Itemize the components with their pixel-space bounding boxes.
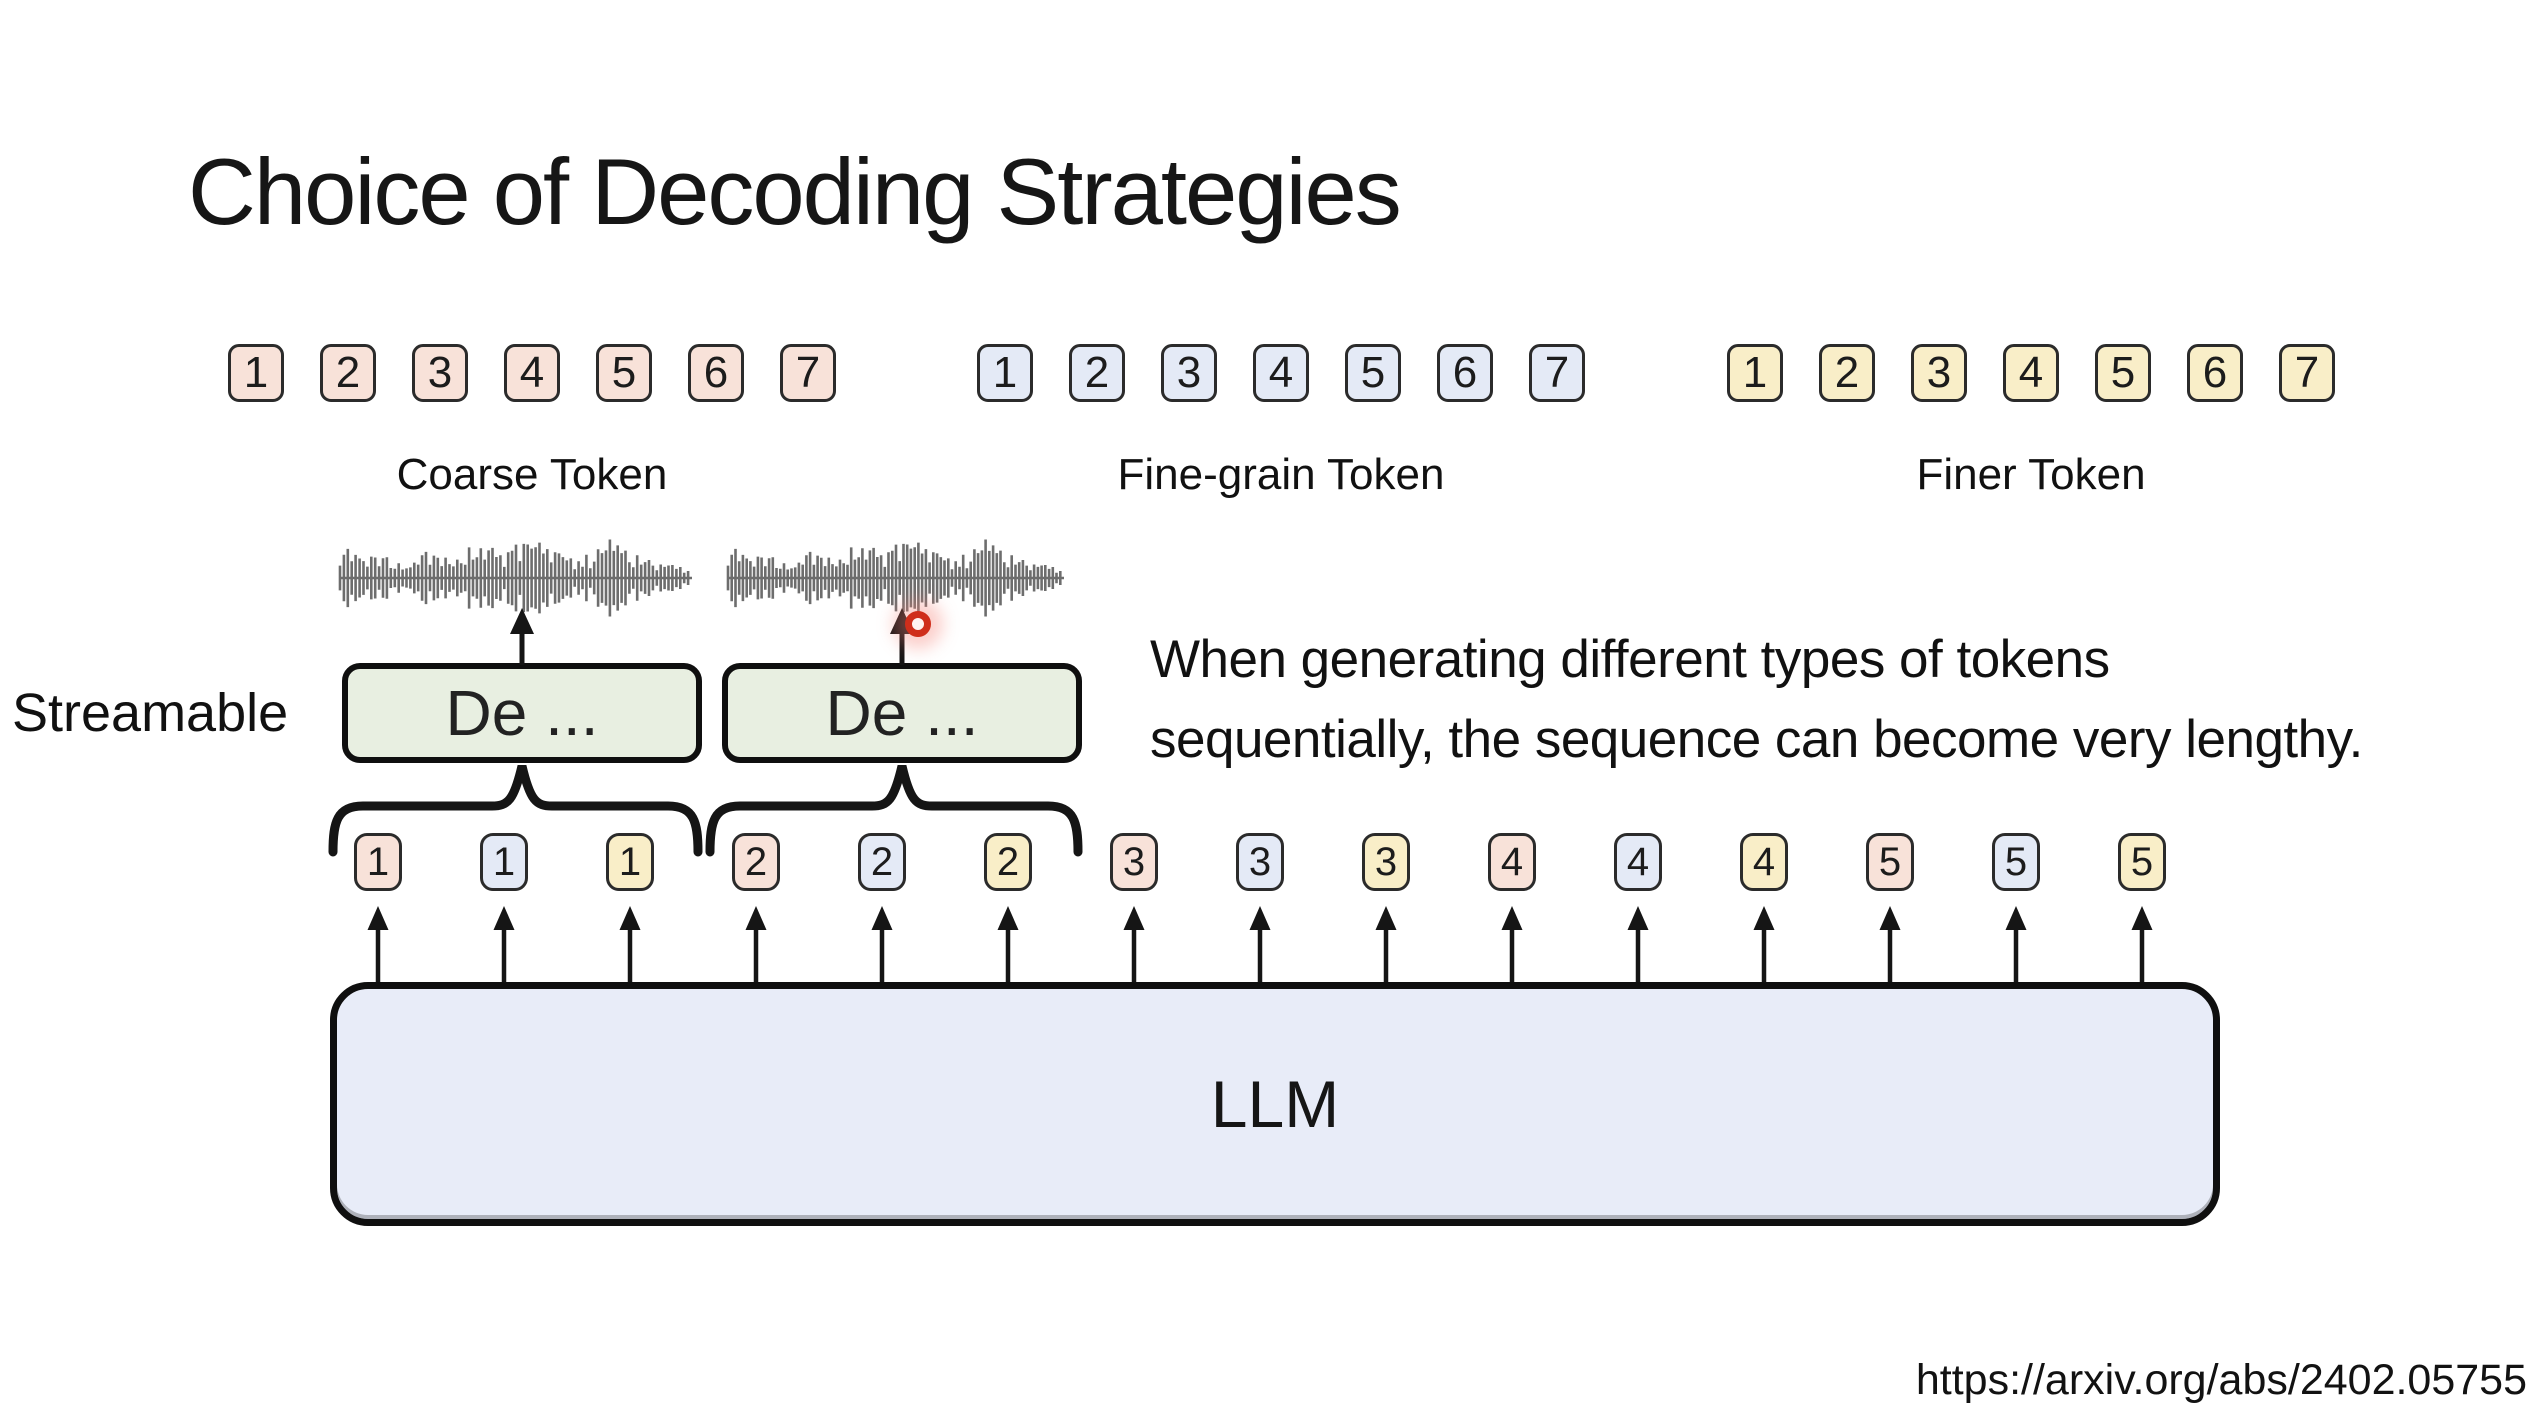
seq-token-14-fine: 5	[1992, 833, 2040, 891]
finer-token-5: 5	[2095, 344, 2151, 402]
llm-arrow-14-head	[2005, 906, 2027, 930]
seq-token-6-finer: 2	[984, 833, 1032, 891]
llm-arrow-10-head	[1501, 906, 1523, 930]
finer-token-1: 1	[1727, 344, 1783, 402]
source-url: https://arxiv.org/abs/2402.05755	[1915, 1356, 2527, 1404]
seq-token-8-fine: 3	[1236, 833, 1284, 891]
llm-arrow-4-head	[745, 906, 767, 930]
seq-token-1-coarse: 1	[354, 833, 402, 891]
seq-token-10-coarse: 4	[1488, 833, 1536, 891]
group-brace-1	[328, 764, 703, 857]
llm-arrow-11-head	[1627, 906, 1649, 930]
seq-token-9-finer: 3	[1362, 833, 1410, 891]
seq-token-13-coarse: 5	[1866, 833, 1914, 891]
finer-token-7: 7	[2279, 344, 2335, 402]
finer-token-4: 4	[2003, 344, 2059, 402]
seq-token-7-coarse: 3	[1110, 833, 1158, 891]
decoder-box-2-label: De ...	[825, 677, 979, 749]
llm-arrow-1-head	[367, 906, 389, 930]
llm-arrow-5-head	[871, 906, 893, 930]
fine-token-4: 4	[1253, 344, 1309, 402]
llm-arrow-9-head	[1375, 906, 1397, 930]
seq-token-12-finer: 4	[1740, 833, 1788, 891]
llm-arrow-7-head	[1123, 906, 1145, 930]
group-brace-2	[705, 764, 1083, 857]
annotation-text: When generating different types of token…	[1150, 630, 2363, 769]
fine-token-3: 3	[1161, 344, 1217, 402]
llm-arrow-8-head	[1249, 906, 1271, 930]
coarse-token-2: 2	[320, 344, 376, 402]
waveform-1	[338, 539, 692, 617]
coarse-token-5: 5	[596, 344, 652, 402]
coarse-token-1: 1	[228, 344, 284, 402]
seq-token-15-finer: 5	[2118, 833, 2166, 891]
coarse-token-6: 6	[688, 344, 744, 402]
coarse-token-7: 7	[780, 344, 836, 402]
fine-row-label: Fine-grain Token	[1117, 450, 1445, 499]
decoder-box-1: De ...	[342, 663, 702, 763]
coarse-token-4: 4	[504, 344, 560, 402]
llm-box: LLM	[330, 982, 2220, 1226]
seq-token-5-fine: 2	[858, 833, 906, 891]
coarse-token-3: 3	[412, 344, 468, 402]
laser-pointer-dot	[905, 611, 931, 637]
llm-arrow-12-head	[1753, 906, 1775, 930]
fine-token-2: 2	[1069, 344, 1125, 402]
coarse-row-label: Coarse Token	[396, 450, 668, 499]
decoder-box-2: De ...	[722, 663, 1082, 763]
streamable-label: Streamable	[12, 683, 289, 743]
finer-token-6: 6	[2187, 344, 2243, 402]
decoder-box-1-label: De ...	[445, 677, 599, 749]
llm-arrow-2-head	[493, 906, 515, 930]
fine-token-5: 5	[1345, 344, 1401, 402]
fine-token-6: 6	[1437, 344, 1493, 402]
llm-arrow-13-head	[1879, 906, 1901, 930]
llm-arrow-6-head	[997, 906, 1019, 930]
fine-token-7: 7	[1529, 344, 1585, 402]
finer-row-label: Finer Token	[1916, 450, 2146, 499]
decoder-1-arrow-head	[510, 608, 534, 634]
llm-box-label: LLM	[1210, 1067, 1340, 1141]
fine-token-1: 1	[977, 344, 1033, 402]
seq-token-4-coarse: 2	[732, 833, 780, 891]
seq-token-2-fine: 1	[480, 833, 528, 891]
slide-title: Choice of Decoding Strategies	[188, 139, 1402, 244]
finer-token-3: 3	[1911, 344, 1967, 402]
seq-token-3-finer: 1	[606, 833, 654, 891]
seq-token-11-fine: 4	[1614, 833, 1662, 891]
llm-arrow-3-head	[619, 906, 641, 930]
waveform-2	[726, 539, 1064, 617]
finer-token-2: 2	[1819, 344, 1875, 402]
llm-arrow-15-head	[2131, 906, 2153, 930]
